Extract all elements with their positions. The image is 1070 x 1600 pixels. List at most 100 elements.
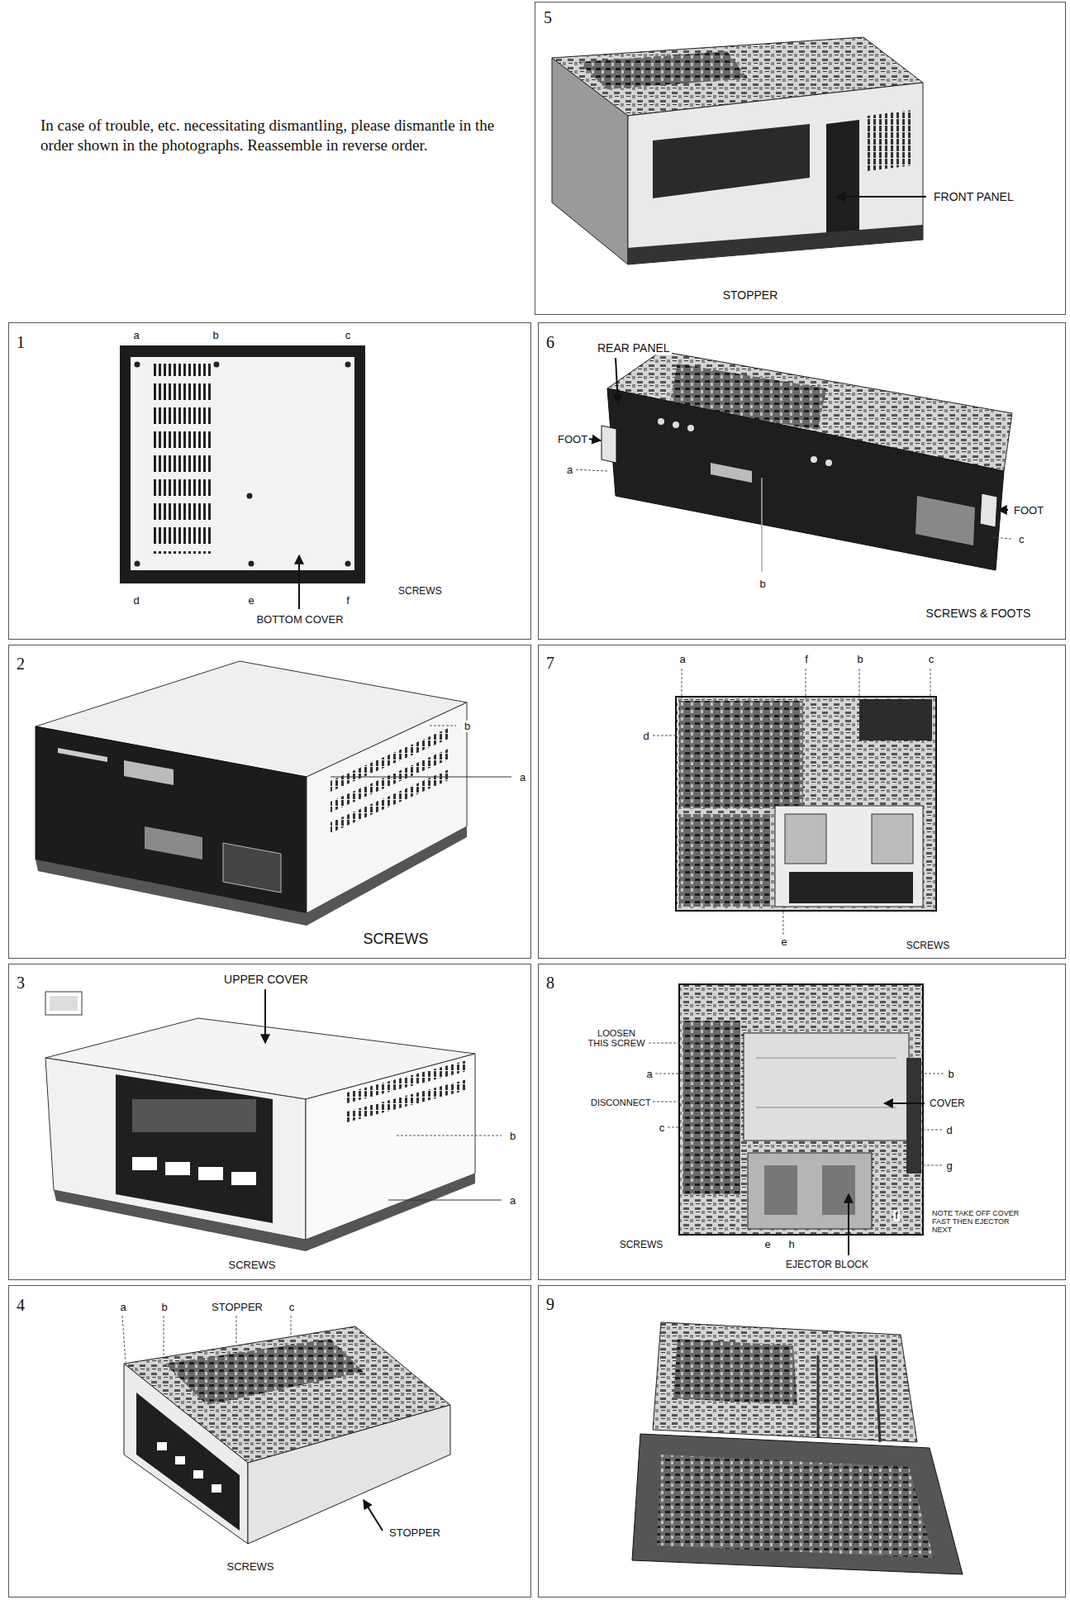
step-number: 8	[544, 973, 557, 992]
screw-callout: b	[855, 653, 865, 666]
screw-callout: f	[803, 653, 810, 666]
part-label: BOTTOM COVER	[254, 613, 345, 626]
chassis-front-photo-part	[826, 119, 860, 244]
screw-callout: d	[641, 730, 651, 742]
open-chassis-photo-part	[247, 1404, 451, 1544]
chassis-front-photo-part	[652, 123, 810, 199]
screw-callout: b	[757, 578, 767, 590]
intro-note: In case of trouble, etc. necessitating d…	[40, 115, 512, 156]
bottom-view-photo-part	[345, 361, 352, 368]
front-angle-photo-part	[115, 1074, 273, 1223]
screw-callout: a	[677, 653, 687, 666]
part-label: STOPPER	[387, 1526, 443, 1539]
top-view-photo-part	[783, 910, 785, 935]
top-view-photo-part	[681, 668, 683, 699]
inner-top-view-photo-part	[756, 1057, 897, 1059]
rear-angle-photo-part	[35, 826, 467, 926]
open-chassis-photo-part	[122, 1315, 126, 1362]
part-label: SCREWS	[904, 940, 952, 952]
rear-angle-photo	[35, 661, 512, 926]
screw-callout: b	[210, 329, 220, 342]
top-view-photo-part	[775, 805, 923, 907]
screw-callout: e	[762, 1238, 772, 1251]
open-chassis-photo-part	[236, 1315, 238, 1343]
screw-callout: b	[462, 720, 472, 733]
screw-callout: a	[118, 1301, 128, 1313]
part-label: SCREWS	[224, 1560, 276, 1573]
inner-top-view-photo-part	[743, 1032, 909, 1141]
inner-top-view-photo	[648, 984, 944, 1256]
open-chassis-photo-part	[163, 1315, 165, 1356]
screw-callout: g	[944, 1160, 954, 1172]
step-number: 3	[14, 973, 27, 992]
rear-view-photo-part	[588, 438, 601, 441]
top-view-photo-part	[784, 813, 827, 864]
screw-callout: f	[344, 594, 352, 607]
inner-top-view-photo-part	[921, 1129, 942, 1131]
inner-top-view-photo-part	[679, 984, 923, 1235]
part-label: UPPER COVER	[222, 973, 310, 986]
screw-callout: c	[343, 329, 353, 342]
inner-top-view-photo-part	[652, 1101, 719, 1103]
photo-panel: 8LOOSEN THIS SCREWabDISCONNECTCOVERcdgSC…	[537, 963, 1066, 1280]
bottom-view-photo-part	[134, 361, 141, 368]
screw-callout: d	[944, 1124, 954, 1137]
top-view-photo-part	[871, 813, 914, 864]
rear-angle-photo-part	[35, 726, 307, 914]
inner-top-view-photo-part	[847, 1193, 850, 1256]
screw-callout: b	[508, 1130, 518, 1142]
screw-callout: f	[893, 1209, 900, 1222]
inner-top-view-photo-part	[884, 1102, 925, 1104]
rear-angle-photo-part	[330, 776, 512, 778]
rear-view-photo-part	[825, 459, 833, 467]
screw-callout: c	[927, 653, 937, 666]
front-angle-photo-part	[132, 1098, 257, 1132]
photo-panel: 6REAR PANELFOOTaFOOTcbSCREWS & FOOTS	[537, 322, 1066, 640]
inner-top-view-photo-part	[921, 1073, 944, 1075]
open-chassis-photo-part	[123, 1363, 248, 1544]
front-angle-photo-part	[231, 1171, 257, 1185]
part-label: STOPPER	[721, 289, 780, 302]
rear-view-photo-part	[979, 493, 998, 528]
part-label: SCREWS	[361, 931, 430, 948]
top-view-photo-part	[679, 813, 771, 907]
bottom-view-photo-part	[247, 493, 253, 500]
step-number: 6	[544, 332, 557, 352]
photo-panel: 5FRONT PANELSTOPPER	[534, 1, 1066, 315]
front-angle-photo-part	[49, 995, 78, 1011]
screw-callout: a	[565, 464, 575, 476]
top-view-photo-part	[930, 668, 932, 699]
inner-top-view-photo-part	[921, 1165, 942, 1166]
screw-callout: a	[508, 1194, 518, 1207]
screw-callout: c	[287, 1301, 297, 1313]
screw-callout: a	[518, 771, 528, 784]
screw-callout: d	[131, 594, 141, 607]
part-label: LOOSEN THIS SCREW	[584, 1027, 648, 1048]
top-view-photo-part	[652, 735, 676, 737]
screw-callout: c	[657, 1122, 667, 1134]
exploded-chassis-photo-part	[817, 1355, 820, 1438]
rear-view-photo-part	[687, 424, 695, 432]
part-label: SCREWS & FOOTS	[924, 607, 1033, 620]
top-view-photo-part	[789, 871, 914, 904]
chassis-front-photo-part	[578, 51, 748, 90]
front-angle-photo-part	[165, 1161, 191, 1175]
inner-top-view-photo-part	[682, 1020, 741, 1194]
open-chassis-photo-part	[175, 1455, 186, 1465]
rear-view-photo-part	[615, 357, 619, 404]
inner-top-view-photo-part	[764, 1165, 798, 1215]
rear-view-photo-part	[657, 418, 665, 425]
front-angle-photo-part	[396, 1135, 502, 1137]
front-angle-photo-part	[198, 1166, 224, 1180]
open-chassis-photo-part	[290, 1315, 292, 1336]
part-label: SCREWS	[618, 1239, 666, 1251]
rear-view-photo-part	[710, 462, 752, 483]
bottom-view-photo-part	[134, 561, 141, 567]
step-number: 7	[544, 653, 557, 672]
rear-view-photo-part	[993, 537, 1012, 539]
rear-view-photo-part	[810, 456, 818, 463]
open-chassis-photo	[122, 1315, 451, 1544]
bottom-view-photo-part	[151, 363, 211, 554]
